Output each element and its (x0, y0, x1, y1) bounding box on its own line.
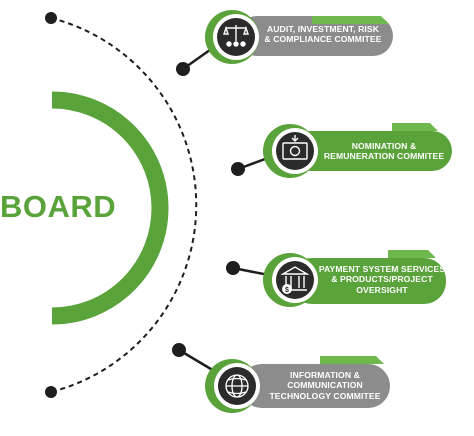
label-line: & PRODUCTS/PROJECT (331, 274, 433, 285)
label-line: NOMINATION & (351, 141, 417, 151)
committee-pill (240, 364, 390, 408)
board-title: BOARD (0, 189, 117, 224)
board-green-arc (51, 91, 169, 325)
dashed-connector-arc (50, 17, 198, 393)
committee-pill (291, 131, 452, 171)
label-line: OVERSIGHT (356, 284, 408, 295)
committee-node-nomination (231, 123, 452, 178)
committee-node-ict (172, 343, 390, 413)
committee-label-nomination: NOMINATION & REMUNERATION COMMITEE (318, 141, 450, 162)
connector-dot (176, 62, 190, 76)
committee-label-payment: PAYMENT SYSTEM SERVICES & PRODUCTS/PROJE… (316, 264, 448, 295)
connector-dot (226, 261, 240, 275)
committee-pill (237, 16, 393, 56)
label-line: COMMUNICATION (287, 380, 363, 391)
connector-dot (231, 162, 245, 176)
committee-node-audit (176, 10, 393, 76)
connector-dot (172, 343, 186, 357)
money-banknote-icon (276, 132, 314, 170)
label-line: PAYMENT SYSTEM SERVICES (318, 264, 446, 274)
committee-label-audit: AUDIT, INVESTMENT, RISK & COMPLIANCE COM… (257, 24, 389, 45)
committee-label-ict: INFORMATION & COMMUNICATION TECHNOLOGY C… (261, 370, 389, 401)
label-line: INFORMATION & (290, 370, 360, 380)
label-line: REMUNERATION COMMITEE (323, 151, 445, 162)
label-line: TECHNOLOGY COMMITEE (269, 390, 381, 401)
arc-end-dot (45, 386, 57, 398)
committee-pill (290, 258, 446, 304)
label-line: & COMPLIANCE COMMITEE (264, 34, 382, 45)
label-line: AUDIT, INVESTMENT, RISK (266, 24, 380, 34)
committee-node-payment: $ (226, 250, 446, 307)
svg-text:$: $ (285, 287, 289, 294)
arc-start-dot (45, 12, 57, 24)
